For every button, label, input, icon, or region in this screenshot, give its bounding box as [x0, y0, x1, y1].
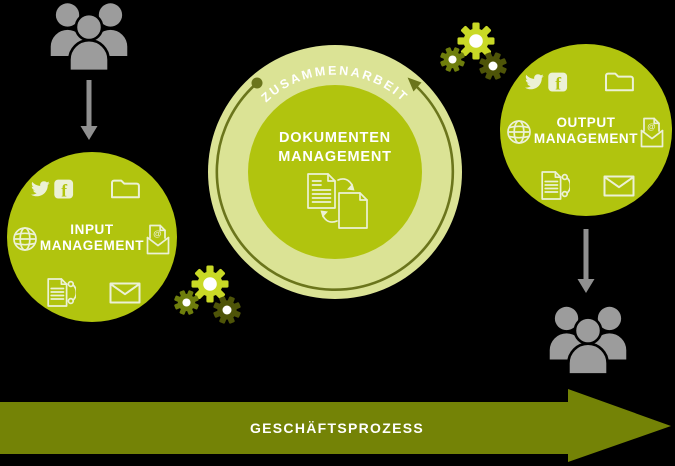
process-arrow-label: GESCHÄFTSPROZESS [250, 420, 424, 436]
down-arrow-icon-right [577, 229, 595, 293]
input-management-circle [7, 152, 177, 322]
cycle-arrow-start-dot [251, 77, 263, 89]
process-arrow [0, 389, 671, 462]
center-title-line1: DOKUMENTEN [279, 130, 391, 146]
center-title-line2: MANAGEMENT [278, 149, 392, 165]
gear-dark [212, 295, 242, 325]
gears-icon-bottom [173, 265, 242, 325]
output-title-line2: MANAGEMENT [534, 131, 638, 146]
cycle-arrow [215, 77, 455, 291]
gears-icon-top [439, 22, 508, 81]
document-exchange-icon [307, 173, 368, 229]
down-arrow-icon-left [80, 80, 98, 140]
people-group-icon-top [49, 1, 129, 71]
input-title-line2: MANAGEMENT [40, 238, 144, 253]
output-management-circle [500, 44, 672, 216]
gear-dark [478, 51, 508, 81]
output-title-line1: OUTPUT [556, 115, 615, 130]
cycle-arrow-head [407, 77, 422, 92]
input-title-line1: INPUT [70, 222, 114, 237]
document-management-circle [248, 85, 422, 259]
people-group-icon-bottom [548, 305, 628, 375]
